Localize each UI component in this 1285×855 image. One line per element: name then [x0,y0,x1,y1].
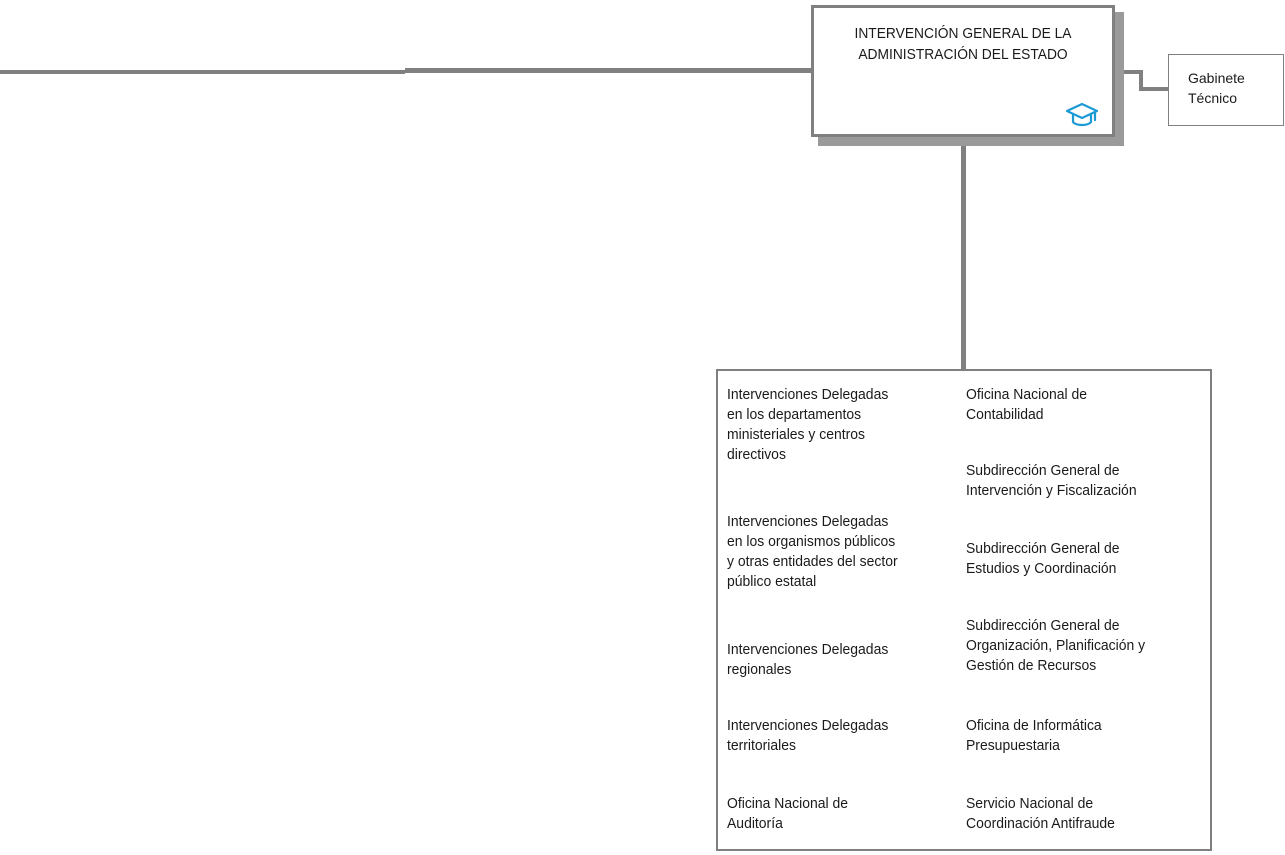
right-unit-item[interactable]: Oficina Nacional de Contabilidad [966,386,1087,423]
connector-vertical-main [961,146,966,369]
side-unit-line2: Técnico [1188,90,1238,106]
left-unit-item[interactable]: Intervenciones Delegadas regionales [727,641,889,678]
main-unit-title: INTERVENCIÓN GENERAL DE LA ADMINISTRACIÓ… [854,25,1072,63]
side-unit-box[interactable]: Gabinete Técnico [1168,54,1284,126]
left-unit-item[interactable]: Intervenciones Delegadas territoriales [727,717,889,754]
left-unit-item[interactable]: Intervenciones Delegadas en los departam… [727,386,889,463]
right-unit-item[interactable]: Servicio Nacional de Coordinación Antifr… [966,795,1115,832]
right-unit-item[interactable]: Subdirección General de Estudios y Coord… [966,540,1120,577]
connector-left-outer [0,70,405,74]
side-unit-line1: Gabinete [1188,70,1245,86]
connector-left-inner [405,68,811,73]
connector-side-join [1139,87,1168,91]
right-unit-item[interactable]: Subdirección General de Intervención y F… [966,462,1137,499]
subunits-box: Intervenciones Delegadas en los departam… [716,369,1212,851]
main-unit-box[interactable]: INTERVENCIÓN GENERAL DE LA ADMINISTRACIÓ… [811,5,1115,137]
connector-side-stub [1115,70,1142,74]
graduation-cap-icon[interactable] [1065,101,1099,129]
left-unit-item[interactable]: Intervenciones Delegadas en los organism… [727,513,898,590]
right-unit-item[interactable]: Oficina de Informática Presupuestaria [966,717,1102,754]
connector-side-drop [1139,70,1143,91]
right-unit-item[interactable]: Subdirección General de Organización, Pl… [966,617,1146,674]
left-unit-item[interactable]: Oficina Nacional de Auditoría [727,795,848,832]
